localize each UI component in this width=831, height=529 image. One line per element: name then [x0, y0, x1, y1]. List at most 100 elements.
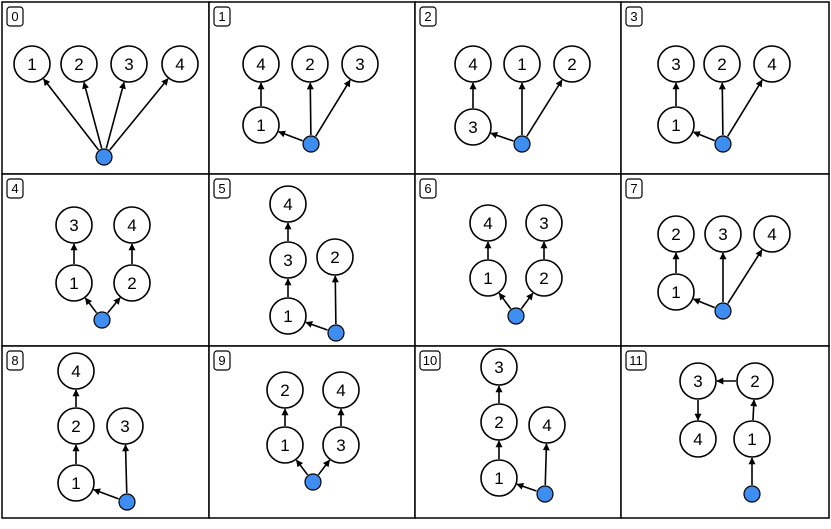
node-3 — [341, 45, 379, 83]
panel-badge — [419, 350, 441, 371]
node-2 — [60, 45, 98, 83]
panel-border — [1, 345, 210, 519]
node-1 — [733, 420, 771, 458]
panel-badge-label: 4 — [11, 181, 18, 196]
node-label: 1 — [27, 55, 36, 74]
edge-r-to-2 — [82, 81, 103, 149]
node-label: 4 — [693, 430, 702, 449]
edge-r-to-4 — [727, 79, 763, 137]
node-3 — [480, 348, 518, 386]
panel-border — [208, 345, 416, 519]
node-label: 2 — [750, 372, 759, 391]
panel-border — [620, 345, 830, 519]
edge-r-to-1 — [305, 321, 328, 331]
root-node — [743, 485, 761, 503]
panel-badge-label: 0 — [11, 9, 18, 24]
node-label: 1 — [69, 274, 78, 293]
node-1 — [55, 264, 93, 302]
panel-badge — [419, 6, 437, 27]
node-4 — [753, 45, 791, 83]
node-label: 1 — [256, 116, 265, 135]
node-label: 4 — [483, 214, 492, 233]
node-label: 1 — [517, 55, 526, 74]
node-2 — [113, 264, 151, 302]
node-label: 3 — [355, 55, 364, 74]
node-label: 1 — [494, 469, 503, 488]
edge-r-to-2 — [520, 292, 534, 310]
node-label: 2 — [567, 55, 576, 74]
panel-badge — [213, 350, 231, 371]
node-label: 1 — [747, 430, 756, 449]
edge-r-to-3 — [315, 79, 351, 137]
node-label: 2 — [717, 55, 726, 74]
edge-r-to-1 — [93, 488, 119, 500]
panel-badge — [6, 178, 24, 199]
root-node — [536, 485, 554, 503]
node-2 — [736, 362, 774, 400]
edge-r-to-4 — [727, 249, 763, 304]
node-3 — [322, 426, 360, 464]
edge-r-to-1 — [84, 297, 98, 314]
edge-r-to-1 — [42, 78, 100, 151]
node-2 — [657, 215, 695, 253]
panel-badge-label: 10 — [423, 353, 437, 368]
node-label: 3 — [336, 436, 345, 455]
node-2 — [266, 371, 304, 409]
node-1 — [269, 297, 307, 335]
node-label: 2 — [330, 248, 339, 267]
node-1 — [242, 106, 280, 144]
node-label: 2 — [305, 55, 314, 74]
root-node — [304, 473, 322, 491]
root-node — [93, 311, 111, 329]
node-label: 4 — [542, 416, 551, 435]
panel-badge-label: 3 — [630, 9, 637, 24]
panel-border — [414, 345, 622, 519]
panel-border — [620, 173, 830, 347]
panel-badge-label: 6 — [424, 181, 431, 196]
node-label: 1 — [671, 116, 680, 135]
node-4 — [57, 352, 95, 390]
node-1 — [266, 426, 304, 464]
root-node — [302, 135, 320, 153]
node-1 — [480, 459, 518, 497]
node-4 — [679, 420, 717, 458]
root-node — [714, 302, 732, 320]
panel-badge — [213, 6, 231, 27]
node-label: 4 — [175, 55, 184, 74]
node-label: 3 — [718, 225, 727, 244]
node-label: 2 — [671, 225, 680, 244]
node-label: 3 — [120, 417, 129, 436]
node-1 — [13, 45, 51, 83]
node-label: 4 — [256, 55, 265, 74]
node-4 — [454, 45, 492, 83]
node-label: 3 — [69, 216, 78, 235]
panel-badge — [625, 350, 647, 371]
panel-badge-label: 7 — [630, 181, 637, 196]
node-label: 1 — [483, 269, 492, 288]
root-node — [327, 324, 345, 342]
node-4 — [161, 45, 199, 83]
root-node — [95, 148, 113, 166]
panel-border — [208, 173, 416, 347]
edge-r-to-1 — [692, 131, 715, 142]
node-label: 3 — [468, 118, 477, 137]
node-3 — [679, 362, 717, 400]
node-label: 4 — [468, 55, 477, 74]
edge-r-to-3 — [490, 131, 514, 142]
panel-badge-label: 9 — [218, 353, 225, 368]
panel-badge — [625, 178, 643, 199]
root-node — [714, 135, 732, 153]
node-4 — [469, 204, 507, 242]
node-label: 1 — [280, 436, 289, 455]
node-label: 2 — [494, 413, 503, 432]
node-label: 3 — [124, 55, 133, 74]
node-2 — [525, 259, 563, 297]
edge-r-to-2 — [331, 275, 339, 325]
